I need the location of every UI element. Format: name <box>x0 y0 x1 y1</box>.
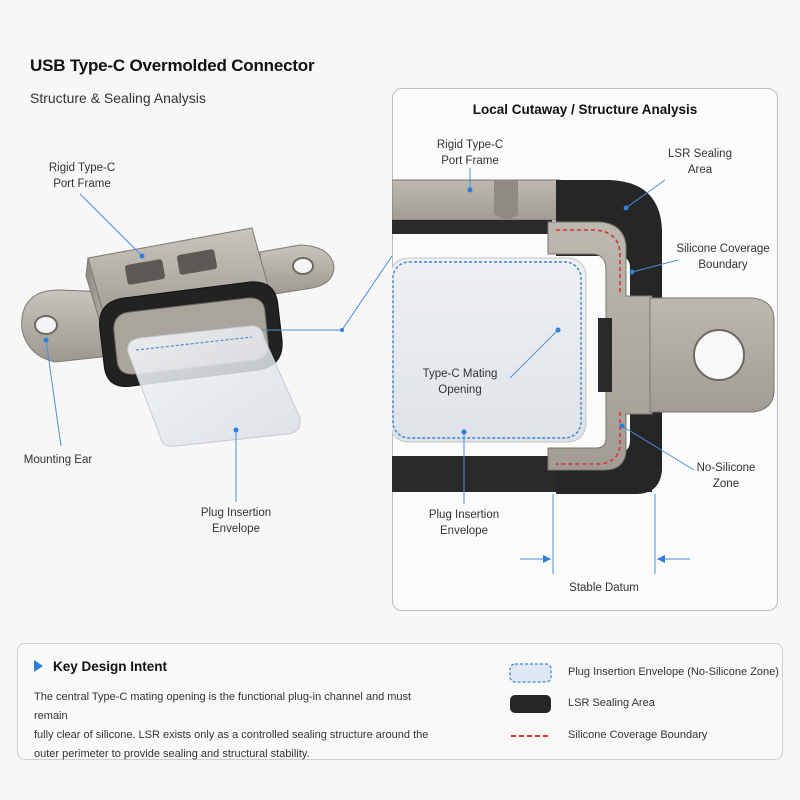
cutaway-plug-envelope-outline <box>392 261 582 439</box>
legend-label-boundary: Silicone Coverage Boundary <box>568 729 708 741</box>
mounting-ear-left <box>21 289 111 363</box>
legend-swatch-lsr <box>510 695 551 713</box>
label-rigid-port-frame: Rigid Type-C Port Frame <box>48 162 116 190</box>
cutaway-title: Local Cutaway / Structure Analysis <box>472 102 698 117</box>
cutaway-metal-frame-wall <box>547 221 653 471</box>
frame-slot-left <box>125 259 165 285</box>
cutaway-label-mating-opening: Type-C Mating Opening <box>422 368 498 396</box>
connector-3d-illustration <box>21 227 335 447</box>
intent-body: The central Type-C mating opening is the… <box>34 691 429 760</box>
coverage-boundary-bottom <box>556 412 621 465</box>
legend-swatch-boundary <box>511 735 551 737</box>
triangle-bullet-icon <box>34 660 43 672</box>
label-plug-insertion-envelope: Plug Insertion Envelope <box>200 507 272 535</box>
cutaway-label-plug-envelope: Plug Insertion Envelope <box>428 509 500 537</box>
legend-label-envelope: Plug Insertion Envelope (No-Silicone Zon… <box>568 666 779 678</box>
cutaway-cross-section <box>392 179 775 494</box>
frame-slot-right <box>177 249 217 275</box>
intent-heading: Key Design Intent <box>34 659 167 674</box>
cutaway-frame-top <box>392 179 561 221</box>
page-title: USB Type-C Overmolded Connector <box>30 56 315 75</box>
legend-label-lsr: LSR Sealing Area <box>568 697 655 709</box>
cutaway-mating-opening <box>392 257 587 443</box>
plug-insertion-envelope-3d <box>127 325 301 447</box>
design-intent-panel <box>17 643 783 760</box>
left-leader-lines <box>45 193 237 502</box>
cutaway-label-rigid-port-frame: Rigid Type-C Port Frame <box>436 139 504 167</box>
cutaway-label-coverage-boundary: Silicone Coverage Boundary <box>676 243 770 271</box>
cutaway-label-no-silicone-zone: No-Silicone Zone <box>696 462 756 490</box>
cutaway-leader-lines <box>463 168 695 574</box>
page-subtitle: Structure & Sealing Analysis <box>30 90 206 106</box>
cutaway-label-stable-datum: Stable Datum <box>569 582 639 594</box>
cutaway-lsr-sealing-area <box>556 180 662 494</box>
cutaway-mounting-hole <box>693 329 745 381</box>
coverage-boundary-top <box>556 229 621 294</box>
mounting-hole-left <box>34 315 58 335</box>
cutaway-label-lsr-sealing-area: LSR Sealing Area <box>668 148 732 176</box>
mounting-hole-right <box>292 257 314 275</box>
legend-swatch-envelope <box>509 663 552 683</box>
label-mounting-ear: Mounting Ear <box>23 454 93 466</box>
